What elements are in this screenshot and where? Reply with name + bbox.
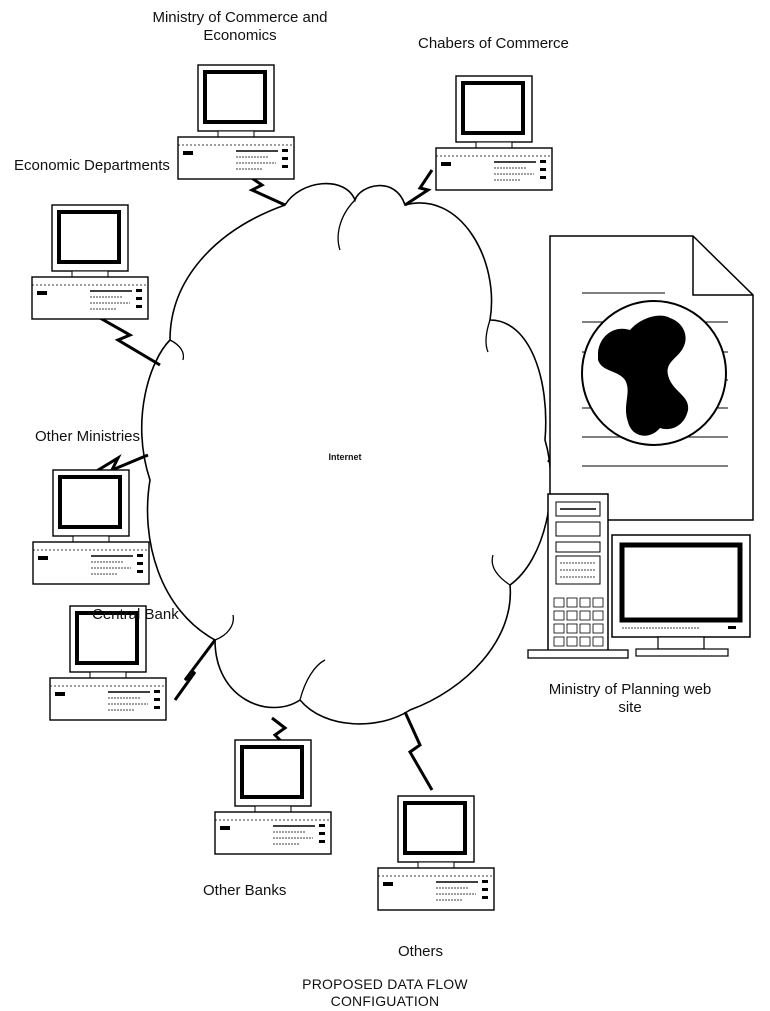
link-chambers <box>404 169 434 207</box>
web-page-document-icon <box>549 235 754 521</box>
computer-ministry-commerce <box>176 63 296 181</box>
globe-icon <box>598 315 689 436</box>
node-label-planning-web-site: Ministry of Planning web site <box>548 681 712 716</box>
node-label-other-ministries: Other Ministries <box>35 428 141 445</box>
web-server-monitor-icon <box>611 534 751 657</box>
node-label-chambers: Chabers of Commerce <box>418 35 569 52</box>
node-label-central-bank: Central Bank <box>92 606 179 623</box>
node-label-economic-departments: Economic Departments <box>14 157 170 174</box>
computer-other-banks <box>213 738 333 856</box>
computer-economic-departments <box>30 203 150 321</box>
diagram-title: PROPOSED DATA FLOW CONFIGUATION <box>235 976 535 1010</box>
server-tower-icon <box>527 493 629 659</box>
internet-label: Internet <box>328 452 362 462</box>
node-label-other-banks: Other Banks <box>203 882 287 899</box>
computer-chambers <box>434 74 554 192</box>
computer-others <box>376 794 496 912</box>
diagram-title-line-1: PROPOSED DATA FLOW <box>302 976 468 992</box>
node-label-ministry-commerce: Ministry of Commerce and Economics <box>152 9 328 44</box>
internet-cloud <box>140 182 552 725</box>
link-others <box>403 711 434 791</box>
computer-other-ministries <box>31 468 151 586</box>
diagram-title-line-2: CONFIGUATION <box>330 993 440 1009</box>
link-economic-departments <box>99 316 161 367</box>
link-central-bank <box>173 639 217 701</box>
node-label-others: Others <box>398 943 444 960</box>
link-other-ministries <box>89 453 149 477</box>
